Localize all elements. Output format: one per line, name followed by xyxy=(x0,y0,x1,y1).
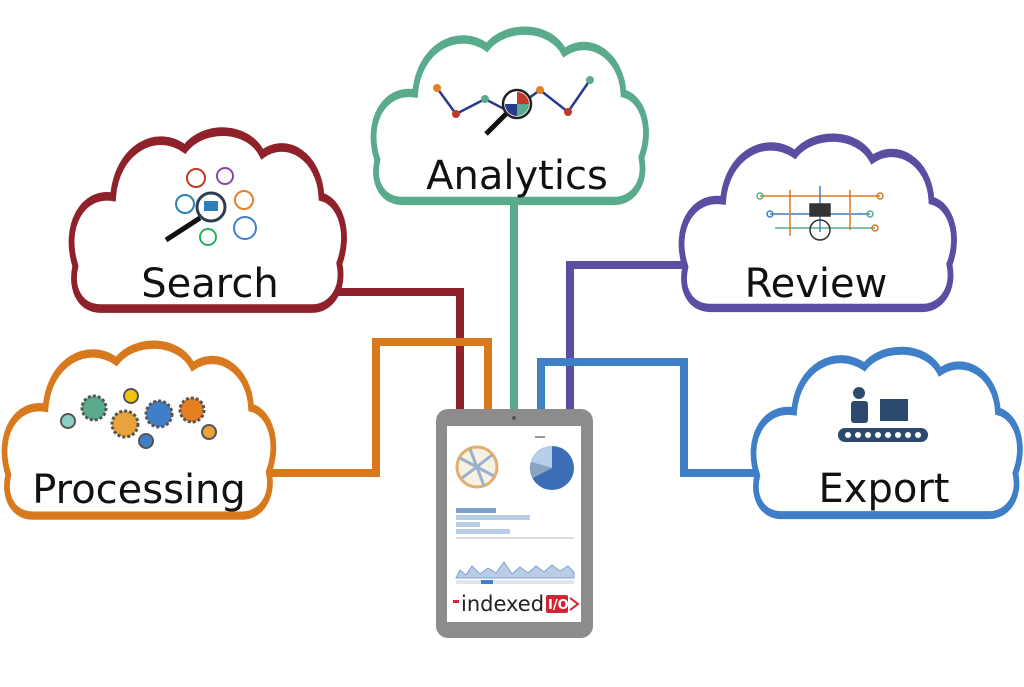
export-label: Export xyxy=(819,466,950,512)
chord-chart-thumbnail xyxy=(455,445,499,489)
flow-network-icon xyxy=(756,186,884,241)
pie-chart-thumbnail xyxy=(530,436,574,490)
bar-chart-thumbnail xyxy=(456,508,574,539)
export-cloud: Export xyxy=(754,351,1020,515)
brand-badge xyxy=(546,595,568,613)
brand-name: indexed xyxy=(461,592,544,616)
tablet-camera xyxy=(512,416,516,420)
analytics-dashboard xyxy=(455,436,575,584)
processing-label: Processing xyxy=(32,467,246,513)
review-label: Review xyxy=(745,261,888,307)
magnifier-pie-chart-icon xyxy=(433,76,594,136)
search-cloud: Search xyxy=(72,132,344,309)
magnifier-network-icon xyxy=(164,167,257,246)
export-connector xyxy=(537,358,756,477)
conveyor-belt-icon xyxy=(838,387,928,442)
analytics-cloud: Analytics xyxy=(374,31,646,201)
analytics-label: Analytics xyxy=(426,153,608,199)
processing-connector xyxy=(270,338,492,477)
processing-cloud: Processing xyxy=(5,345,274,516)
area-chart-thumbnail xyxy=(455,561,575,584)
tablet: indexed I/O xyxy=(436,409,593,638)
gears-icon xyxy=(60,388,217,449)
indexed-io-logo: indexed I/O xyxy=(453,592,580,616)
review-cloud: Review xyxy=(682,138,954,308)
connectors xyxy=(270,200,756,477)
search-connector xyxy=(318,288,464,412)
search-label: Search xyxy=(141,261,278,307)
brand-badge-text: I/O xyxy=(548,598,569,613)
review-connector xyxy=(566,261,690,412)
